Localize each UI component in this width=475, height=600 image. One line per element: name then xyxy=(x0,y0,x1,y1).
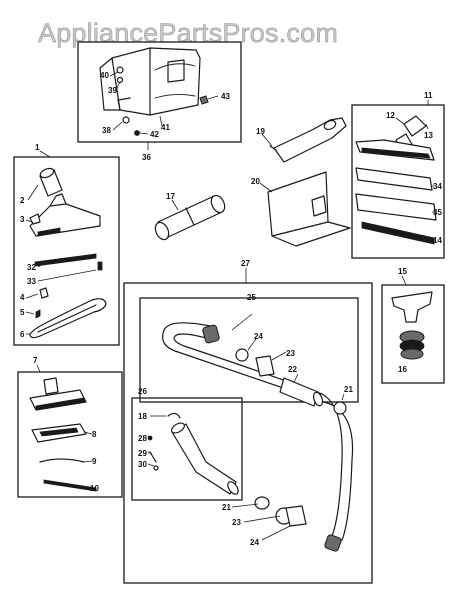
hanger-bracket-icon xyxy=(267,171,351,247)
label-9: 9 xyxy=(92,457,97,466)
curved-handle-wand-icon xyxy=(147,412,239,495)
label-30: 30 xyxy=(138,460,147,469)
dusting-brush-round-icon xyxy=(391,291,433,360)
label-28: 28 xyxy=(138,434,147,443)
label-1: 1 xyxy=(35,143,40,152)
label-14: 14 xyxy=(433,236,442,245)
label-38: 38 xyxy=(102,126,111,135)
upholstery-tool-icon xyxy=(29,377,87,411)
hose-assembly-icon xyxy=(162,322,354,552)
group-15-dusting-brush: 15 16 xyxy=(381,267,445,384)
box-26 xyxy=(131,397,243,501)
label-39: 39 xyxy=(108,86,117,95)
label-10: 10 xyxy=(90,484,99,493)
label-21-lower: 21 xyxy=(222,503,231,512)
label-7: 7 xyxy=(33,356,38,365)
part-17-wand-tube: 17 xyxy=(154,192,226,241)
crevice-tool-icon xyxy=(269,117,347,163)
dusting-brush-icon xyxy=(31,423,87,443)
label-15: 15 xyxy=(398,267,407,276)
label-17: 17 xyxy=(166,192,175,201)
label-29: 29 xyxy=(138,449,147,458)
label-23-upper: 23 xyxy=(286,349,295,358)
box-36 xyxy=(77,41,242,143)
label-42: 42 xyxy=(150,130,159,139)
label-36: 36 xyxy=(142,153,151,162)
group-1-floor-nozzle: 1 2 3 32 33 4 5 6 xyxy=(13,143,120,346)
label-11: 11 xyxy=(424,91,433,100)
part-19-crevice-tool: 19 xyxy=(256,117,347,163)
box-11 xyxy=(351,104,445,259)
label-21-upper: 21 xyxy=(344,385,353,394)
group-27-hose-assembly: 27 25 24 23 22 21 26 xyxy=(123,259,373,584)
label-20: 20 xyxy=(251,177,260,186)
watermark-text: AppliancePartsPros.com xyxy=(38,18,338,48)
group-36-storage-bracket: 40 39 43 38 42 41 36 xyxy=(77,41,242,162)
label-18: 18 xyxy=(138,412,147,421)
label-6: 6 xyxy=(20,330,25,339)
label-4: 4 xyxy=(20,293,25,302)
label-34: 34 xyxy=(433,182,442,191)
label-27: 27 xyxy=(241,259,250,268)
label-35: 35 xyxy=(433,208,442,217)
label-3: 3 xyxy=(20,215,25,224)
label-24-lower: 24 xyxy=(250,538,259,547)
label-24-upper: 24 xyxy=(254,332,263,341)
label-22: 22 xyxy=(288,365,297,374)
label-32: 32 xyxy=(27,263,36,272)
label-12: 12 xyxy=(386,111,395,120)
label-5: 5 xyxy=(20,308,25,317)
group-7-tools: 7 8 9 10 xyxy=(17,356,123,498)
label-33: 33 xyxy=(27,277,36,286)
floor-nozzle-icon xyxy=(29,167,107,339)
label-25: 25 xyxy=(247,293,256,302)
label-41: 41 xyxy=(161,123,170,132)
box-27 xyxy=(123,282,373,584)
label-40: 40 xyxy=(100,71,109,80)
label-2: 2 xyxy=(20,196,25,205)
brush-strip-icon xyxy=(39,458,97,492)
label-16: 16 xyxy=(398,365,407,374)
part-20-hanger-bracket: 20 xyxy=(251,171,351,247)
box-15 xyxy=(381,284,445,384)
box-7 xyxy=(17,371,123,498)
box-25 xyxy=(139,297,359,403)
group-11-floor-brush: 11 12 13 34 35 14 xyxy=(351,91,445,259)
floor-brush-icon xyxy=(355,115,437,245)
box-1 xyxy=(13,156,120,346)
label-43: 43 xyxy=(221,92,230,101)
wand-tube-icon xyxy=(154,194,226,241)
storage-bracket-icon xyxy=(99,47,209,136)
label-13: 13 xyxy=(424,131,433,140)
label-23-lower: 23 xyxy=(232,518,241,527)
label-26: 26 xyxy=(138,387,147,396)
label-8: 8 xyxy=(92,430,97,439)
label-19: 19 xyxy=(256,127,265,136)
